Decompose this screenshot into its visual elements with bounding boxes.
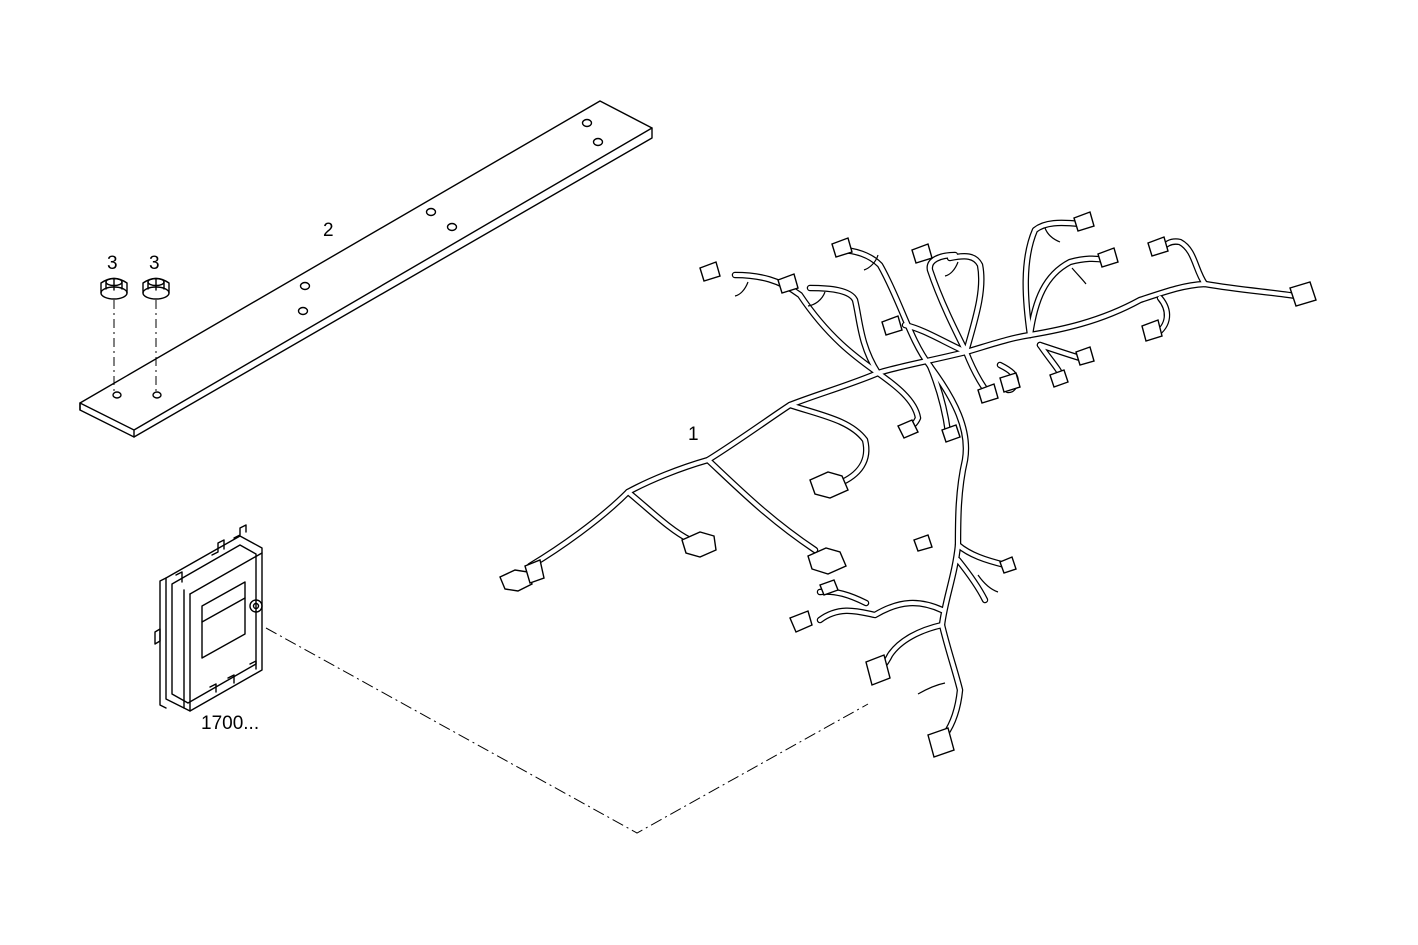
cable-segment-inner [788,403,869,486]
cable-segment-inner [1023,220,1082,337]
cable-segment-inner [948,254,984,354]
cable-segment-inner [528,282,1298,568]
cable-segment-inner [626,490,692,542]
cable-segment-inner [927,253,968,354]
ecu-control-unit[interactable] [154,524,263,712]
cable-segment-inner [903,323,968,354]
flange-nut-left[interactable] [100,277,128,300]
bracket-holes [112,118,604,399]
callout-nut-right: 3 [149,253,160,274]
cable-segment-inner [838,248,932,368]
callout-bracket: 2 [323,220,334,241]
cable-segment-inner [818,601,944,622]
callout-nut-left: 3 [107,253,118,274]
harness-connectors [499,211,1317,758]
ecu-harness-link-line [265,627,869,834]
cable-segment-inner [928,364,968,737]
cable-segment-inner [956,558,987,602]
cable-fills [528,220,1298,737]
callout-ecu: 1700... [201,713,260,734]
cable-segment-inner [733,273,880,375]
callout-harness: 1 [688,424,699,445]
flange-nut-right[interactable] [142,277,170,300]
cable-segment-inner [1028,256,1107,337]
mounting-bracket-plate[interactable] [79,100,653,438]
harness-pigtails [734,227,1087,695]
cable-segment-inner [808,286,880,375]
wiring-harness[interactable] [499,211,1317,758]
harness-cables [526,219,1300,739]
cable-outlines [526,219,1300,739]
cable-segment [806,284,882,377]
cable-segment-inner [706,458,817,552]
